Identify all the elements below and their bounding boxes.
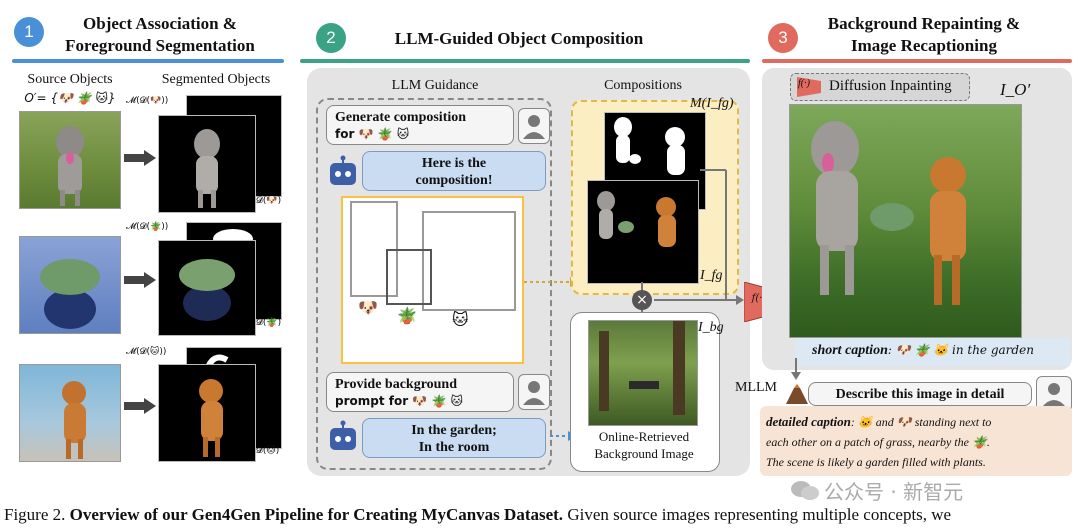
background-caption-line2: Background Image — [594, 446, 694, 461]
dog-mask-label: 𝓜(𝓓(🐶)) — [126, 96, 169, 106]
user-prompt-2-line2: prompt for 🐶 🪴 🐱 — [335, 394, 464, 408]
bot-reply-1-line2: composition! — [415, 173, 493, 188]
detailed-caption-line1-text: : 🐱 and 🐶 standing next to — [850, 415, 992, 429]
layout-plant-emoji: 🪴 — [397, 306, 417, 325]
plant-mask-label: 𝓜(𝓓(🪴)) — [126, 222, 169, 232]
bot-reply-2-line2: In the room — [418, 440, 490, 455]
section-2-underline — [300, 59, 750, 63]
plant-d-label: 𝓓(🪴) — [256, 318, 282, 328]
section-2-number: 2 — [316, 23, 346, 53]
composition-layout-box — [341, 196, 524, 364]
watermark-text: 公众号 · 新智元 — [824, 480, 964, 504]
user-prompt-2: Provide background prompt for 🐶 🪴 🐱 — [326, 372, 514, 412]
detailed-caption-line3: The scene is likely a garden filled with… — [766, 455, 986, 469]
user-prompt-1-line1: Generate composition — [335, 110, 467, 125]
mllm-volcano-icon — [786, 384, 808, 404]
user-icon-2 — [518, 374, 550, 410]
llm-guidance-box — [316, 98, 552, 470]
dog-segmented — [158, 115, 256, 213]
mllm-label: MLLM — [735, 380, 777, 395]
detailed-caption-line2: each other on a patch of grass, nearby t… — [766, 435, 990, 449]
section-1-title-line2: Foreground Segmentation — [65, 36, 255, 55]
section-1-number: 1 — [14, 17, 44, 47]
source-dog-photo — [19, 111, 121, 209]
figure-caption-bold: Overview of our Gen4Gen Pipeline for Cre… — [69, 505, 564, 524]
llm-guidance-label: LLM Guidance — [391, 78, 479, 93]
plant-silhouette — [40, 259, 100, 329]
source-cat-photo — [19, 364, 121, 462]
diffusion-inpainting-label: Diffusion Inpainting — [829, 78, 952, 94]
figure-caption-rest: Given source images representing multipl… — [567, 505, 952, 524]
arrow-dog — [124, 150, 156, 171]
section-3-title: Background Repainting & Image Recaptioni… — [790, 13, 1058, 57]
foreground-composition — [587, 180, 699, 284]
detailed-caption-prefix: detailed caption — [766, 414, 851, 429]
bot-icon-1 — [328, 155, 358, 187]
layout-bounding-boxes — [350, 201, 516, 311]
watermark: 公众号 · 新智元 — [790, 476, 1060, 504]
mllm-arrow — [791, 358, 801, 380]
short-caption-prefix: short caption — [812, 343, 888, 358]
cat-segmented — [158, 364, 256, 462]
plant-segmented — [158, 240, 256, 336]
output-image-label: I_O′ — [1000, 80, 1031, 99]
ibg-label: I_bg — [698, 320, 724, 335]
combine-operator-icon: × — [632, 290, 652, 310]
layout-cat-emoji: 🐱 — [452, 310, 469, 329]
detailed-caption-box — [760, 406, 1072, 476]
diffusion-small-block — [797, 77, 821, 97]
bot-reply-2-line1: In the garden; — [411, 423, 497, 438]
cat-d-label: 𝓓(🐱) — [256, 446, 280, 456]
describe-prompt-bubble: Describe this image in detail — [808, 382, 1032, 406]
user-prompt-2-line1: Provide background — [335, 377, 458, 392]
source-objects-label: Source Objects — [27, 72, 113, 87]
bot-reply-1-line1: Here is the — [421, 156, 487, 171]
mask-ifg-label: M(I_fg) — [690, 96, 734, 111]
arrow-cat — [124, 398, 156, 419]
compositions-label: Compositions — [604, 78, 682, 93]
section-3-number: 3 — [768, 23, 798, 53]
background-caption: Online-Retrieved Background Image — [570, 428, 718, 462]
figure-caption-label: Figure 2. — [4, 505, 66, 524]
bot-reply-2: In the garden; In the room — [362, 418, 546, 458]
diffusion-inpainting-badge: f(·) Diffusion Inpainting — [790, 73, 970, 101]
section-3-underline — [762, 59, 1072, 63]
dog-silhouette — [56, 126, 84, 206]
arrow-plant — [124, 272, 156, 293]
user-prompt-1-line2: for 🐶 🪴 🐱 — [335, 127, 410, 141]
section-3-title-line1: Background Repainting & — [827, 14, 1021, 33]
ifg-label: I_fg — [700, 268, 723, 283]
segmented-objects-label: Segmented Objects — [161, 72, 271, 87]
bot-icon-2 — [328, 420, 358, 452]
combine-connectors — [641, 169, 744, 312]
user-prompt-1: Generate composition for 🐶 🪴 🐱 — [326, 105, 514, 145]
diffusion-small-f: f(·) — [798, 78, 810, 89]
bot-reply-1: Here is the composition! — [362, 151, 546, 191]
figure-caption: Figure 2. Overview of our Gen4Gen Pipeli… — [4, 505, 1080, 525]
section-1-title-line1: Object Association & — [83, 14, 237, 33]
background-caption-line1: Online-Retrieved — [598, 429, 690, 444]
section-2-title: LLM-Guided Object Composition — [394, 29, 644, 48]
section-1-underline — [12, 59, 284, 63]
layout-dog-emoji: 🐶 — [358, 298, 378, 317]
detailed-caption: detailed caption: 🐱 and 🐶 standing next … — [766, 412, 1070, 472]
cat-mask-label: 𝓜(𝓓(🐱)) — [126, 347, 167, 357]
objects-set-label: O′= {🐶 🪴 🐱} — [24, 91, 116, 105]
cat-silhouette — [62, 381, 86, 459]
background-garden-photo — [588, 320, 698, 426]
output-composite-photo — [789, 104, 1022, 338]
short-caption: short caption: 🐶 🪴 🐱 in the garden — [812, 343, 1034, 359]
short-caption-rest: : 🐶 🪴 🐱 in the garden — [887, 343, 1034, 357]
diffusion-function-label: f(·) — [751, 293, 767, 304]
short-caption-box — [795, 338, 1070, 366]
source-plant-photo — [19, 236, 121, 334]
user-icon-1 — [518, 108, 550, 144]
section-3-title-line2: Image Recaptioning — [851, 36, 997, 55]
section-1-title: Object Association & Foreground Segmenta… — [45, 13, 275, 57]
wechat-icon — [791, 481, 819, 500]
detailed-caption-line1: detailed caption: 🐱 and 🐶 standing next … — [766, 412, 1070, 432]
dog-d-label: 𝓓(🐶) — [256, 196, 282, 206]
